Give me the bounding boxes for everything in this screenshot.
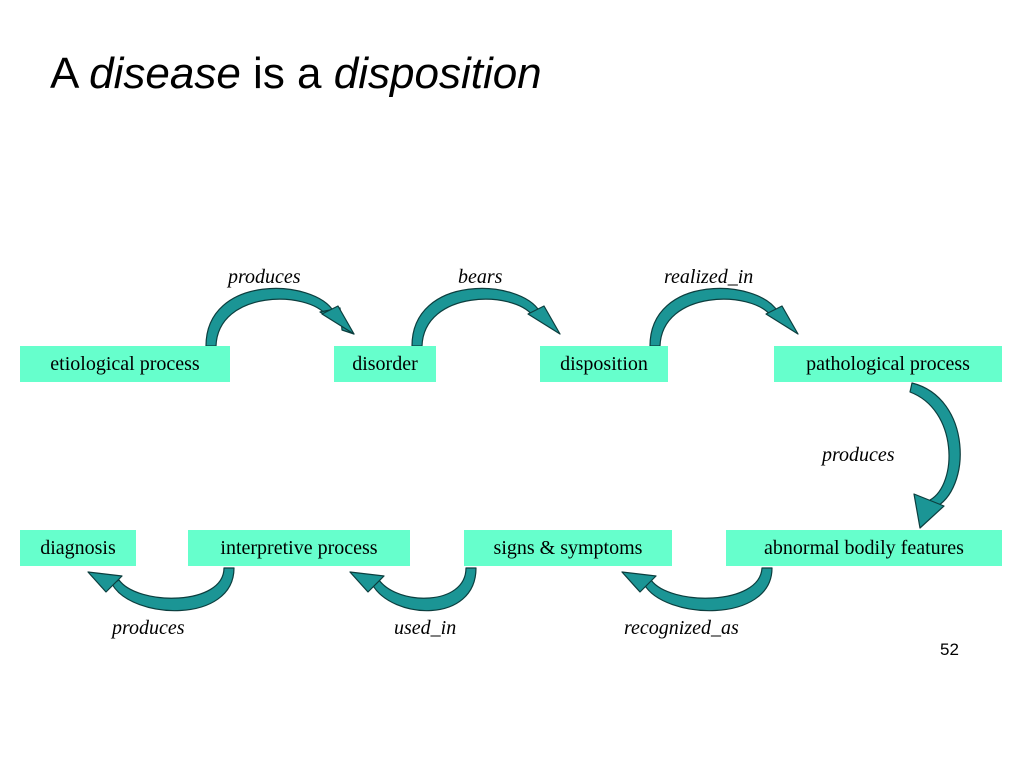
title-part-disposition: disposition xyxy=(333,49,542,98)
label-used-in: used_in xyxy=(394,617,457,639)
label-bears: bears xyxy=(458,266,503,288)
node-disposition: disposition xyxy=(540,346,668,382)
title-part-is-a: is a xyxy=(240,49,334,98)
slide-title: A disease is a disposition xyxy=(50,48,542,101)
node-disorder: disorder xyxy=(334,346,436,382)
title-part-disease: disease xyxy=(89,49,241,98)
page-number: 52 xyxy=(940,640,959,659)
arrow-produces-top xyxy=(205,287,355,347)
node-diagnosis: diagnosis xyxy=(20,530,136,566)
arrow-produces-bottom xyxy=(87,567,235,612)
arrow-bears xyxy=(411,287,561,347)
label-produces-top: produces xyxy=(228,266,301,288)
label-produces-right: produces xyxy=(822,444,895,466)
arrow-recognized-as xyxy=(621,567,773,612)
label-produces-bottom: produces xyxy=(112,617,185,639)
label-recognized-as: recognized_as xyxy=(624,617,739,639)
node-signs-symptoms: signs & symptoms xyxy=(464,530,672,566)
arrow-produces-right xyxy=(909,382,961,529)
label-realized-in: realized_in xyxy=(664,266,754,288)
node-abnormal-bodily-features: abnormal bodily features xyxy=(726,530,1002,566)
arrow-realized-in xyxy=(649,287,799,347)
title-part-a: A xyxy=(50,49,90,98)
arrow-used-in xyxy=(349,567,477,612)
node-interpretive-process: interpretive process xyxy=(188,530,410,566)
node-pathological-process: pathological process xyxy=(774,346,1002,382)
node-etiological-process: etiological process xyxy=(20,346,230,382)
